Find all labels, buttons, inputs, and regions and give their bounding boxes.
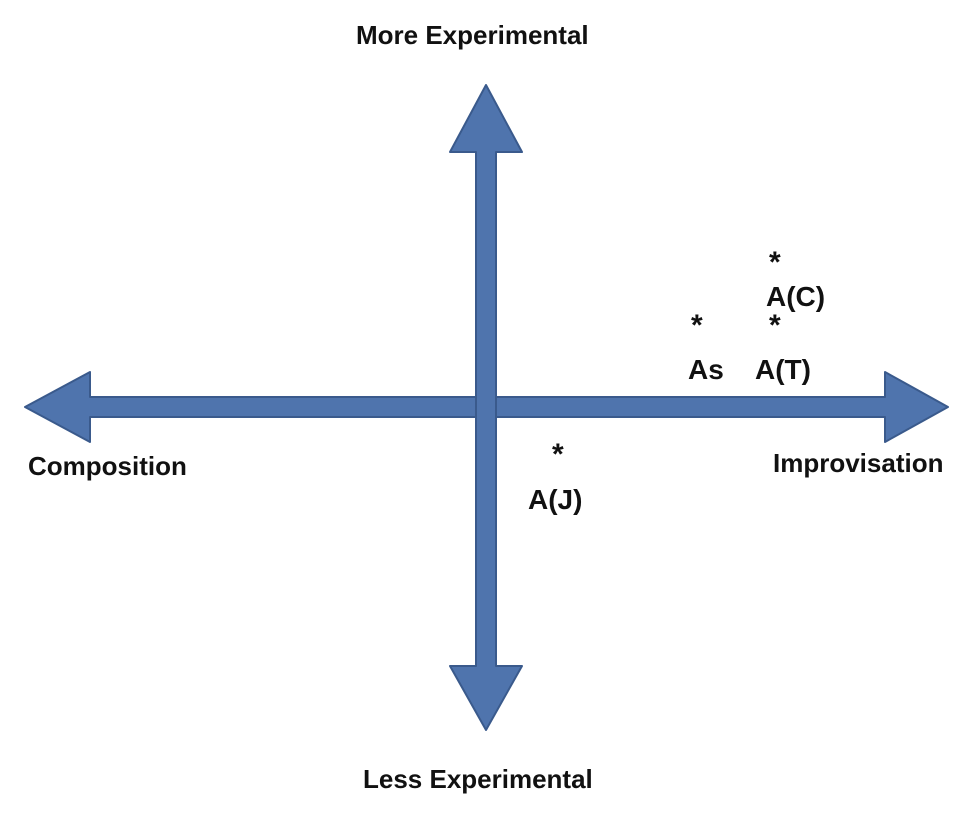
point-marker-as: *	[691, 309, 703, 342]
axis-label-bottom: Less Experimental	[363, 764, 593, 794]
axis-label-left: Composition	[28, 451, 187, 481]
axis-crossing	[477, 398, 495, 416]
point-marker-a-c: *	[769, 246, 781, 279]
point-label-a-j: A(J)	[528, 484, 583, 515]
point-label-a-t: A(T)	[755, 354, 811, 385]
point-label-as: As	[688, 354, 724, 385]
axis-label-top: More Experimental	[356, 20, 589, 50]
point-label-a-c: A(C)	[766, 281, 826, 312]
axis-label-right: Improvisation	[773, 448, 944, 478]
point-marker-a-t: *	[769, 309, 781, 342]
point-marker-a-j: *	[552, 438, 564, 471]
